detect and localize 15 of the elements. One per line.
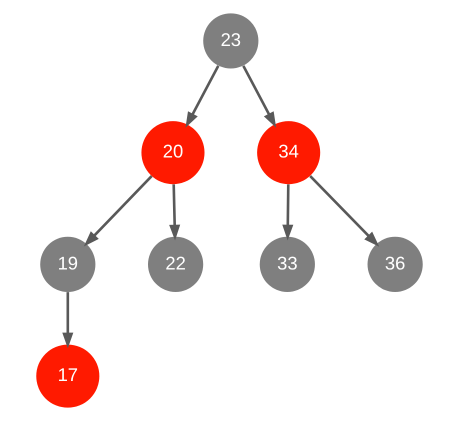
arrow (62, 292, 74, 348)
node-circle: 22 (148, 236, 204, 292)
node-circle: 23 (203, 13, 258, 69)
arrow (282, 184, 294, 241)
node-circle: 36 (368, 236, 423, 292)
node-circle: 20 (141, 121, 205, 184)
node-circle: 19 (40, 236, 96, 292)
node-circle: 33 (260, 236, 315, 292)
node-circle: 34 (257, 121, 320, 184)
arrow (84, 175, 153, 246)
arrow (169, 184, 180, 241)
arrow (309, 175, 380, 247)
node-circle: 17 (36, 344, 100, 408)
arrow (242, 65, 276, 128)
arrow (185, 65, 220, 128)
